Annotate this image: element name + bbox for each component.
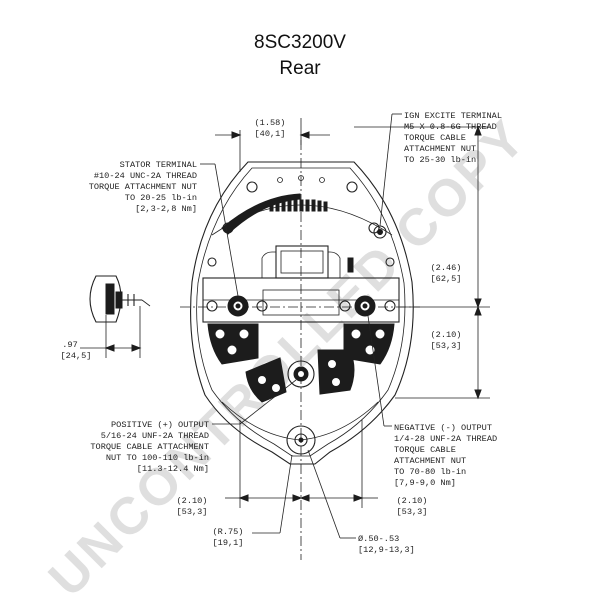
negative-callout-line-6: [7,9-9,0 Nm] (394, 478, 456, 488)
dim-bottom-left-mm: [53,3] (177, 507, 208, 517)
dim-right-upper-mm: [62,5] (431, 274, 462, 284)
negative-callout-line-1: NEGATIVE (-) OUTPUT (394, 423, 492, 433)
fan-vents (221, 193, 328, 235)
negative-output-callout: NEGATIVE (-) OUTPUT 1/4-28 UNF-2A THREAD… (394, 423, 497, 488)
drawing-title: 8SC3200V (254, 32, 346, 53)
dim-bottom-left-in: (2.10) (177, 496, 208, 506)
negative-callout-line-5: TO 70-80 lb-in (394, 467, 466, 477)
positive-callout-line-2: 5/16-24 UNF-2A THREAD (101, 431, 209, 441)
stator-callout-line-3: TORQUE ATTACHMENT NUT (89, 182, 197, 192)
dim-right-upper-in: (2.46) (431, 263, 462, 273)
rectifier-left (207, 323, 259, 365)
dim-hole-in: Ø.50-.53 (358, 534, 399, 544)
side-terminal-view (89, 275, 151, 323)
dim-hole-mm: [12,9-13,3] (358, 545, 415, 555)
stator-callout-line-4: TO 20-25 lb-in (125, 193, 197, 203)
ign-callout-line-4: ATTACHMENT NUT (404, 144, 476, 154)
ign-callout-line-2: M5 X 0.8-6G THREAD (404, 122, 497, 132)
stator-terminal-callout: STATOR TERMINAL #10-24 UNC-2A THREAD TOR… (89, 160, 197, 214)
dimension-labels: (1.58) [40,1] (2.46) [62,5] (2.10) [53,3… (61, 118, 462, 555)
positive-callout-line-5: [11.3-12.4 Nm] (137, 464, 209, 474)
ign-callout-line-3: TORQUE CABLE (404, 133, 466, 143)
negative-callout-line-3: TORQUE CABLE (394, 445, 456, 455)
dim-left-in: .97 (62, 340, 77, 350)
dim-bottom-right-mm: [53,3] (397, 507, 428, 517)
drawing-subtitle: Rear (279, 58, 321, 79)
dim-right-lower-in: (2.10) (431, 330, 462, 340)
positive-output-stud (287, 360, 315, 388)
dim-top-in: (1.58) (255, 118, 286, 128)
stator-terminal (206, 295, 268, 317)
positive-callout-line-4: NUT TO 100-110 lb-in (106, 453, 209, 463)
negative-callout-line-2: 1/4-28 UNF-2A THREAD (394, 434, 497, 444)
dim-radius-in: (R.75) (213, 527, 244, 537)
rectifier-lower-right (317, 349, 355, 395)
ign-callout-line-1: IGN EXCITE TERMINAL (404, 111, 502, 121)
bottom-mount-boss (286, 425, 316, 455)
dim-radius-mm: [19,1] (213, 538, 244, 548)
negative-terminal (339, 295, 396, 317)
dim-right-lower-mm: [53,3] (431, 341, 462, 351)
dimension-lines (80, 118, 490, 539)
rectifier-right (343, 323, 395, 365)
ign-excite-callout: IGN EXCITE TERMINAL M5 X 0.8-6G THREAD T… (404, 111, 502, 165)
ign-excite-terminal (347, 225, 387, 273)
negative-callout-line-4: ATTACHMENT NUT (394, 456, 466, 466)
dim-left-mm: [24,5] (61, 351, 92, 361)
stator-callout-line-1: STATOR TERMINAL (120, 160, 197, 170)
callout-leaders (200, 113, 402, 427)
rectifier-lower-left (245, 357, 287, 403)
dim-top-mm: [40,1] (255, 129, 286, 139)
ign-callout-line-5: TO 25-30 lb-in (404, 155, 476, 165)
positive-callout-line-1: POSITIVE (+) OUTPUT (111, 420, 209, 430)
stator-callout-line-5: [2,3-2,8 Nm] (135, 204, 197, 214)
dim-bottom-right-in: (2.10) (397, 496, 428, 506)
positive-callout-line-3: TORQUE CABLE ATTACHMENT (90, 442, 209, 452)
positive-output-callout: POSITIVE (+) OUTPUT 5/16-24 UNF-2A THREA… (90, 420, 209, 474)
stator-callout-line-2: #10-24 UNC-2A THREAD (94, 171, 197, 181)
